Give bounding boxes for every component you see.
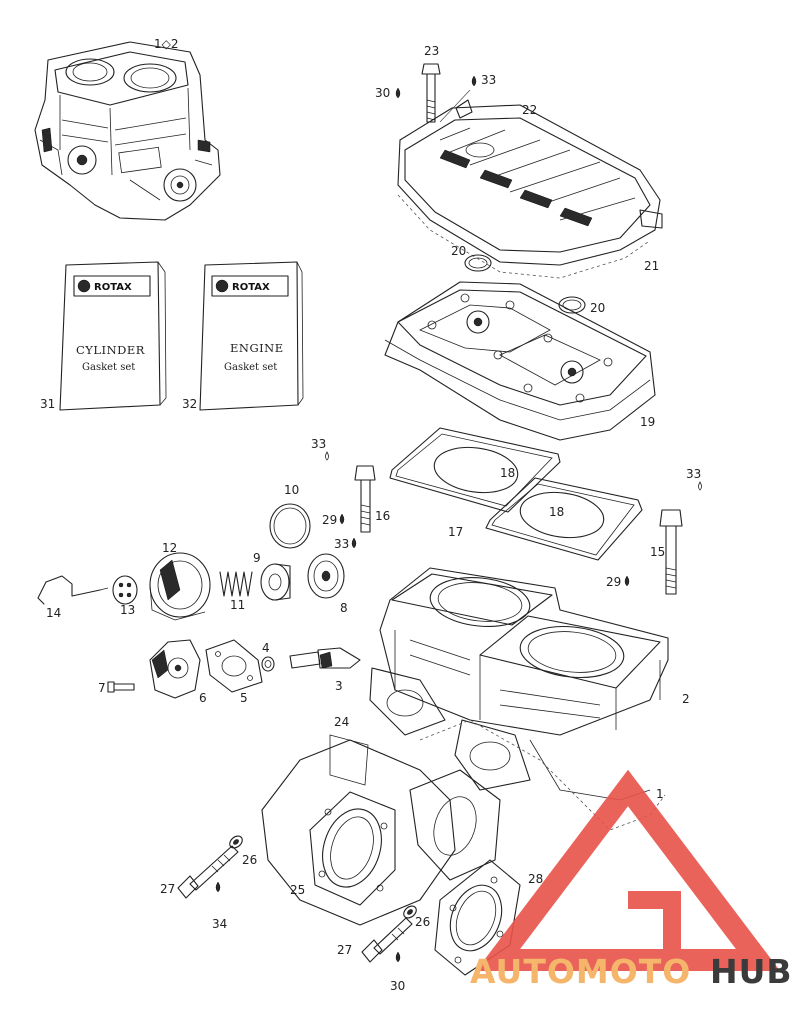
stud-16 (354, 465, 376, 533)
oil-drop-icon (339, 513, 345, 525)
o-ring-20 (464, 254, 492, 272)
callout-32: 32 (182, 397, 197, 411)
callout-30: 30 (375, 86, 390, 100)
callout-19: 19 (640, 415, 655, 429)
oil-drop-icon (351, 537, 357, 549)
callout-11: 11 (230, 598, 245, 612)
callout-1-2: 1◇2 (154, 37, 179, 51)
book-title: CYLINDER (76, 343, 145, 357)
callout-33: 33 (686, 467, 701, 481)
spring-11 (219, 571, 253, 597)
cover-6 (149, 639, 201, 699)
rotax-logo-icon (77, 279, 91, 293)
callout-28: 28 (528, 872, 543, 886)
cap-13 (112, 575, 138, 605)
callout-31: 31 (40, 397, 55, 411)
callout-14: 14 (46, 606, 61, 620)
exhaust-manifold (261, 734, 501, 926)
callout-27: 27 (337, 943, 352, 957)
rotax-logo-icon (215, 279, 229, 293)
screw-7 (107, 681, 135, 693)
o-ring-10 (269, 503, 311, 549)
cylinder-head-cover-22 (397, 99, 663, 266)
cylinder-2 (369, 567, 669, 801)
grease-drop-icon (698, 481, 702, 491)
callout-8: 8 (340, 601, 348, 615)
callout-3: 3 (335, 679, 343, 693)
gasket-5 (205, 639, 263, 693)
callout-7: 7 (98, 681, 106, 695)
callout-33: 33 (334, 537, 349, 551)
callout-21: 21 (644, 259, 659, 273)
engine-gasket-set-book: ROTAX ENGINE Gasket set (199, 261, 304, 411)
callout-10: 10 (284, 483, 299, 497)
oil-drop-icon (471, 75, 477, 87)
callout-29: 29 (322, 513, 337, 527)
stud-15 (659, 509, 683, 595)
valve-housing-12 (149, 552, 211, 621)
callout-23: 23 (424, 44, 439, 58)
callout-12: 12 (162, 541, 177, 555)
bolt-27-lower (361, 905, 417, 963)
callout-15: 15 (650, 545, 665, 559)
book-subtitle: Gasket set (82, 362, 135, 373)
diaphragm-8 (307, 553, 345, 599)
callout-18: 18 (549, 505, 564, 519)
oil-drop-icon (395, 87, 401, 99)
callout-33: 33 (481, 73, 496, 87)
engine-block-illustration (34, 41, 221, 221)
book-brand: ROTAX (94, 282, 132, 293)
callout-33: 33 (311, 437, 326, 451)
cylinder-gasket-set-book: ROTAX CYLINDER Gasket set (59, 261, 167, 411)
callout-13: 13 (120, 603, 135, 617)
callout-29: 29 (606, 575, 621, 589)
piston-9 (260, 563, 291, 601)
callout-26: 26 (415, 915, 430, 929)
callout-22: 22 (522, 103, 537, 117)
book-brand: ROTAX (232, 282, 270, 293)
callout-1: 1 (656, 787, 664, 801)
screw-23 (421, 63, 441, 123)
watermark-text-hub: HUB (710, 952, 793, 991)
callout-20: 20 (590, 301, 605, 315)
callout-2: 2 (682, 692, 690, 706)
oil-drop-icon (215, 881, 221, 893)
callout-4: 4 (262, 641, 270, 655)
callout-24: 24 (334, 715, 349, 729)
bolt-27-upper (177, 835, 243, 899)
book-subtitle: Gasket set (224, 362, 277, 373)
callout-18: 18 (500, 466, 515, 480)
callout-34: 34 (212, 917, 227, 931)
callout-26: 26 (242, 853, 257, 867)
callout-6: 6 (199, 691, 207, 705)
watermark-text-automoto: AUTOMOTO (470, 952, 691, 991)
clip-14 (37, 575, 101, 605)
cover-gasket-21 (397, 194, 649, 279)
grease-drop-icon (325, 451, 329, 461)
callout-27: 27 (160, 882, 175, 896)
washer-4 (261, 656, 275, 672)
head-gasket-17 (389, 427, 643, 561)
watermark-logo (475, 769, 781, 971)
oil-drop-icon (624, 575, 630, 587)
callout-5: 5 (240, 691, 248, 705)
callout-16: 16 (375, 509, 390, 523)
callout-30: 30 (390, 979, 405, 993)
book-title: ENGINE (230, 341, 284, 355)
valve-3 (289, 647, 361, 669)
callout-17: 17 (448, 525, 463, 539)
callout-25: 25 (290, 883, 305, 897)
callout-9: 9 (253, 551, 261, 565)
cylinder-head-19 (384, 281, 656, 441)
callout-20: 20 (451, 244, 466, 258)
oil-drop-icon (395, 951, 401, 963)
